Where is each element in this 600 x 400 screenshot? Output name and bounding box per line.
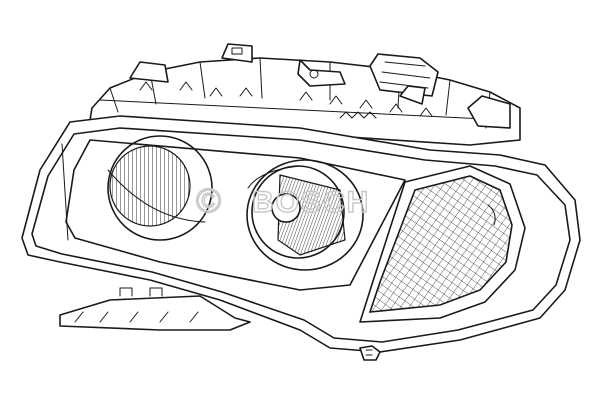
brand-watermark: BOSCH <box>252 186 370 219</box>
bottom-connector <box>359 345 381 361</box>
top-brackets <box>129 43 511 129</box>
turn-signal-lens <box>359 165 526 323</box>
bottom-mount-plate <box>59 287 251 331</box>
top-clips <box>139 81 433 119</box>
bosch-watermark: © BOSCH <box>195 181 370 220</box>
left-projector <box>107 135 213 241</box>
copyright-symbol: © <box>196 182 221 220</box>
right-projector <box>246 159 364 271</box>
inner-bezel <box>61 139 406 291</box>
